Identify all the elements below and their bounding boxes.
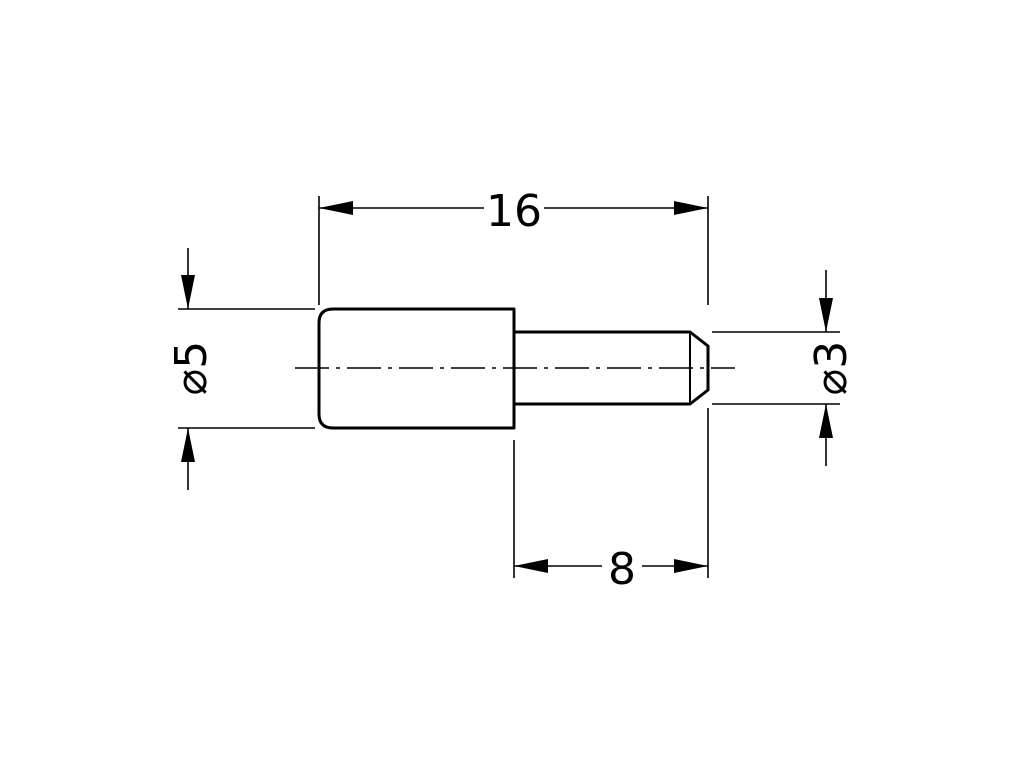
dimension-overall-length: 16 [318,186,709,305]
arrowhead-right [674,559,708,573]
dimension-label-diameter-3: ⌀3 [806,341,857,395]
arrowhead-bottom [181,428,195,462]
arrowhead-bottom [819,404,833,438]
arrowhead-top [819,298,833,332]
dimension-label-8: 8 [608,544,636,595]
arrowhead-top [181,275,195,309]
dimension-label-diameter-5: ⌀5 [166,341,217,395]
dimension-label-16: 16 [486,186,542,237]
tip-cylinder [512,330,710,406]
arrowhead-left [319,201,353,215]
head-cylinder [317,307,516,430]
dimension-tip-length: 8 [513,408,709,595]
arrowhead-left [514,559,548,573]
dimension-tip-diameter: ⌀3 [712,270,857,466]
shelf-pin-part [295,307,735,430]
arrowhead-right [674,201,708,215]
dimension-head-diameter: ⌀5 [166,248,315,490]
